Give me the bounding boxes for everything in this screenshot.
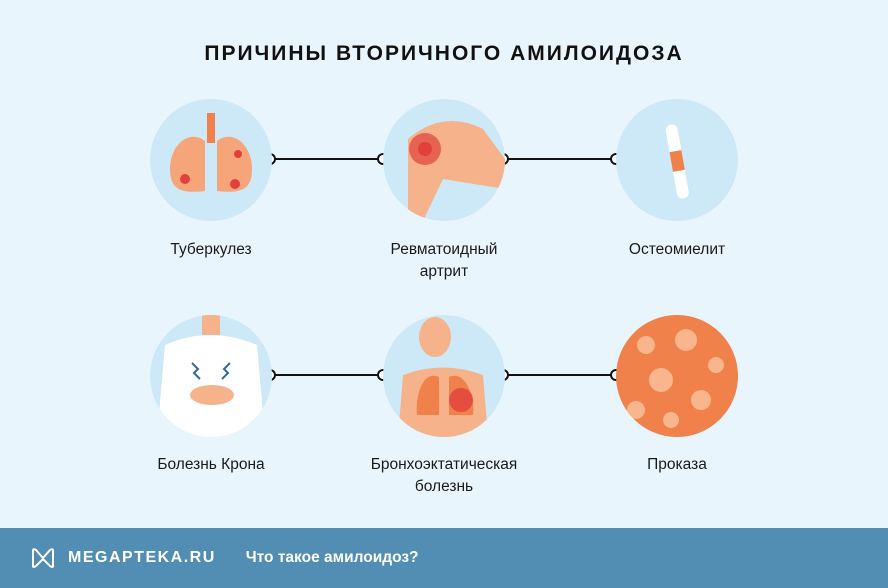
cause-label: Остеомиелит: [628, 241, 726, 258]
skin-lesions-icon: [616, 315, 738, 437]
abdominal-pain-icon: [150, 315, 272, 437]
page-title: ПРИЧИНЫ ВТОРИЧНОГО АМИЛОИДОЗА: [204, 42, 684, 65]
cause-label: Бронхоэктатическая болезнь: [370, 456, 518, 495]
footer: MEGAPTEKA.RU Что такое амилоидоз?: [0, 528, 888, 588]
cause-label: Ревматоидный артрит: [390, 241, 498, 280]
lungs-icon: [150, 99, 272, 221]
respiratory-system-icon: [383, 315, 505, 437]
cause-label: Туберкулез: [170, 241, 252, 258]
footer-subtitle: Что такое амилоидоз?: [245, 549, 419, 566]
logo-icon: [32, 548, 54, 568]
brand-name: MEGAPTEKA.RU: [68, 549, 216, 566]
knee-joint-icon: [383, 99, 505, 221]
brand-logo[interactable]: MEGAPTEKA.RU: [30, 547, 216, 569]
bone-icon: [616, 99, 738, 221]
cause-label: Болезнь Крона: [157, 456, 265, 473]
cause-label: Проказа: [647, 456, 707, 473]
